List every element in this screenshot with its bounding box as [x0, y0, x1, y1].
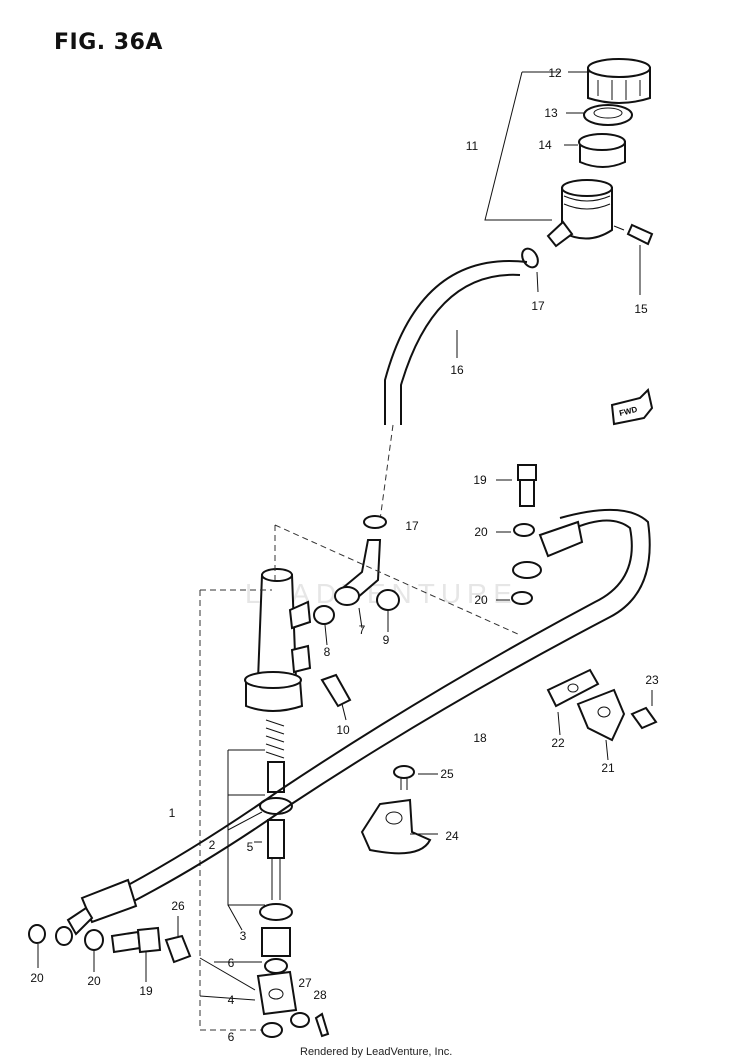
spring[interactable] [265, 719, 285, 759]
render-credit: Rendered by LeadVenture, Inc. [300, 1046, 453, 1058]
callout-2[interactable]: 2 [208, 838, 216, 852]
hose-end-upper [538, 520, 584, 558]
screw-10[interactable] [320, 673, 352, 721]
callout-1[interactable]: 1 [168, 806, 176, 820]
callout-12[interactable]: 12 [548, 66, 562, 80]
callout-6-upper[interactable]: 6 [227, 956, 235, 970]
bracket-22[interactable] [546, 668, 600, 708]
callout-9[interactable]: 9 [382, 633, 390, 647]
callout-11[interactable]: 11 [465, 139, 479, 153]
o-ring-9[interactable] [376, 589, 400, 611]
washer-20-upper-a[interactable] [513, 523, 535, 537]
callout-3[interactable]: 3 [239, 929, 247, 943]
callout-5[interactable]: 5 [246, 840, 254, 854]
callout-25[interactable]: 25 [440, 767, 454, 781]
callout-19-lower[interactable]: 19 [139, 984, 153, 998]
assembly-guides [199, 524, 521, 1031]
callout-21[interactable]: 21 [601, 761, 615, 775]
callout-17-upper[interactable]: 17 [531, 299, 545, 313]
callout-23[interactable]: 23 [645, 673, 659, 687]
callout-24[interactable]: 24 [445, 829, 459, 843]
callout-20-b[interactable]: 20 [474, 593, 488, 607]
callout-26[interactable]: 26 [171, 899, 185, 913]
callout-6-lower[interactable]: 6 [227, 1030, 235, 1044]
union-bolt-19-lower[interactable] [110, 926, 162, 954]
callout-18[interactable]: 18 [473, 731, 487, 745]
callout-16[interactable]: 16 [450, 363, 464, 377]
callout-14[interactable]: 14 [538, 138, 552, 152]
brake-hose-a[interactable] [89, 519, 633, 906]
forward-arrow-icon [610, 388, 654, 426]
callout-17-lower[interactable]: 17 [405, 519, 419, 533]
figure-title: FIG. 36A [54, 30, 163, 55]
bolt-23[interactable] [630, 706, 658, 730]
callout-20-d[interactable]: 20 [87, 974, 101, 988]
reservoir-cap[interactable] [587, 58, 651, 104]
callout-27[interactable]: 27 [298, 976, 312, 990]
reservoir-hose-outer-a[interactable] [384, 260, 528, 425]
nut-6-lower[interactable] [261, 1022, 283, 1038]
callout-8[interactable]: 8 [323, 645, 331, 659]
washer-20-upper-b[interactable] [511, 591, 533, 605]
cotter-pin-28[interactable] [314, 1012, 330, 1038]
master-cylinder-body[interactable] [244, 568, 312, 712]
brake-hose-b [99, 509, 651, 919]
callout-19-upper[interactable]: 19 [473, 473, 487, 487]
bolt-26[interactable] [164, 934, 192, 964]
nut-6-upper[interactable] [264, 958, 288, 974]
callout-20-a[interactable]: 20 [474, 525, 488, 539]
callout-20-c[interactable]: 20 [30, 971, 44, 985]
callout-4[interactable]: 4 [227, 993, 235, 1007]
push-rod[interactable] [259, 858, 293, 957]
washer-20-lower-a[interactable] [28, 924, 46, 944]
hose-guide-dash [379, 424, 394, 521]
clevis[interactable] [256, 970, 298, 1016]
reservoir-tank[interactable] [546, 179, 613, 248]
washer-27[interactable] [290, 1012, 310, 1028]
union-bolt-19-upper[interactable] [517, 464, 537, 507]
piston[interactable] [259, 761, 293, 859]
diaphragm-plate[interactable] [583, 104, 633, 126]
hose-joint[interactable] [334, 539, 382, 606]
hose-clamp-17-lower[interactable] [363, 515, 387, 529]
bracket-24[interactable] [360, 798, 432, 855]
o-ring-8[interactable] [313, 605, 335, 625]
callout-10[interactable]: 10 [336, 723, 350, 737]
washer-20-lower-b[interactable] [84, 929, 104, 951]
callout-13[interactable]: 13 [544, 106, 558, 120]
hose-clamp-17-upper[interactable] [519, 246, 541, 270]
bolt-25[interactable] [393, 765, 415, 790]
reservoir-hose-outer-b [400, 273, 521, 425]
fwd-label: FWD [618, 405, 638, 418]
mounting-screw-15[interactable] [613, 223, 654, 246]
callout-7[interactable]: 7 [358, 623, 366, 637]
group-bracket-2-3 [227, 749, 265, 931]
callout-28[interactable]: 28 [313, 988, 327, 1002]
callout-15[interactable]: 15 [634, 302, 648, 316]
bracket-21[interactable] [576, 688, 626, 742]
banjo-upper[interactable] [512, 561, 542, 579]
diaphragm[interactable] [578, 133, 626, 168]
group-bracket-11 [484, 71, 560, 221]
callout-22[interactable]: 22 [551, 736, 565, 750]
banjo-lower[interactable] [55, 926, 73, 946]
